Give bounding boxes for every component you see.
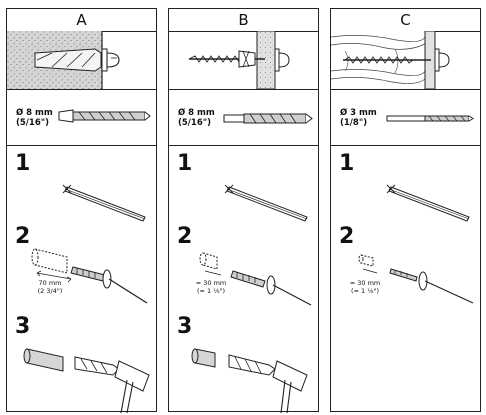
drill-depth-inch: (≈ 1 ⅛"): [196, 287, 226, 295]
pencil-mark-icon: [386, 184, 470, 222]
drill-bit-spec: Ø 8 mm (5/16"): [7, 90, 156, 146]
bit-diameter: Ø 8 mm: [178, 108, 215, 118]
step-3-number: 3: [15, 314, 31, 339]
step-2-number: 2: [15, 224, 31, 249]
drill-depth: ≈ 30 mm: [195, 279, 227, 287]
step-1-number: 1: [15, 151, 31, 176]
drill-bit-spec: Ø 8 mm (5/16"): [169, 90, 318, 146]
hammer-in-plug-icon: [23, 348, 150, 414]
column-a: A Ø 8 mm (5/16"): [6, 8, 157, 414]
column-a-heading: A: [7, 9, 156, 32]
bit-diameter: Ø 8 mm: [16, 108, 53, 118]
column-b-heading: B: [169, 9, 318, 32]
wood-wall-screw-svg: [331, 31, 450, 89]
step-3-number: 3: [177, 314, 193, 339]
twist-bit-icon: [223, 113, 313, 124]
bit-diameter-inch: (5/16"): [16, 118, 50, 128]
step-1-number: 1: [177, 151, 193, 176]
column-c-heading: C: [331, 9, 480, 32]
step-1-number: 1: [339, 151, 355, 176]
masonry-bit-icon: [58, 109, 151, 123]
column-b: B Ø 8 mm (5/16"): [168, 8, 319, 414]
pencil-mark-icon: [62, 184, 146, 222]
drill-depth: ≈ 30 mm: [349, 279, 381, 287]
bit-diameter-inch: (5/16"): [178, 118, 212, 128]
drill-hole-icon: [358, 254, 474, 304]
column-c: C Ø 3 mm (1/8") 1 2: [330, 8, 481, 412]
plasterboard-anchor-illustration: [169, 31, 318, 90]
wood-bit-icon: [386, 115, 474, 122]
step-2-number: 2: [177, 224, 193, 249]
concrete-anchor-illustration: [7, 31, 156, 90]
drill-hole-icon: [31, 248, 148, 304]
hammer-in-plug-icon: [191, 348, 308, 414]
drill-depth-inch: (≈ 1 ⅛"): [350, 287, 380, 295]
bit-diameter: Ø 3 mm: [340, 108, 377, 118]
bit-diameter-inch: (1/8"): [340, 118, 368, 128]
drill-hole-icon: [199, 252, 312, 306]
drill-bit-spec: Ø 3 mm (1/8"): [331, 90, 480, 146]
plasterboard-wall-anchor-svg: [188, 31, 290, 89]
step-2-number: 2: [339, 224, 355, 249]
concrete-wall-anchor-svg: [7, 31, 120, 89]
wood-screw-illustration: [331, 31, 480, 90]
drill-depth-inch: (2 3/4"): [37, 287, 63, 295]
drill-depth: 70 mm: [38, 279, 62, 287]
pencil-mark-icon: [224, 184, 308, 222]
